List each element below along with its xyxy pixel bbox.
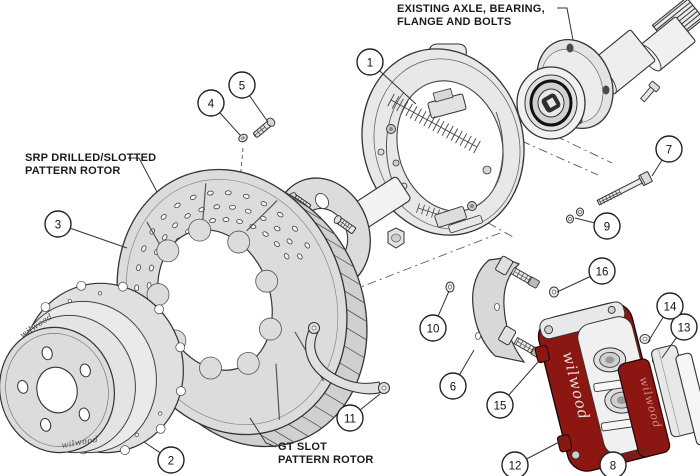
pad-backing-outer xyxy=(675,352,700,446)
callout-15-leader xyxy=(508,361,539,396)
callout-5: 5 xyxy=(228,71,256,99)
callout-12-number: 12 xyxy=(509,460,522,472)
washer-10 xyxy=(445,281,455,293)
srp-note-leader xyxy=(128,157,158,193)
callout-6-number: 6 xyxy=(450,381,456,393)
callout-12: 12 xyxy=(501,451,529,476)
callout-9-number: 9 xyxy=(604,221,610,233)
hat-center-bore xyxy=(36,366,78,414)
gt-note-leader xyxy=(249,417,277,448)
rotor-hat: wilwood wilwood xyxy=(0,280,186,455)
callout-7-number: 7 xyxy=(666,144,672,156)
callout-15-number: 15 xyxy=(494,400,507,412)
callout-9-leader xyxy=(574,217,595,224)
callout-1-leader xyxy=(379,70,417,105)
callout-7-leader xyxy=(651,159,663,177)
callout-12-leader xyxy=(526,438,566,460)
callout-8: 8 xyxy=(599,451,627,476)
callout-7: 7 xyxy=(655,135,683,163)
callout-5-leader xyxy=(249,95,269,123)
callout-3-leader xyxy=(70,227,128,249)
stud-threads xyxy=(512,268,536,354)
callout-13: 13 xyxy=(670,313,698,341)
callout-4-leader xyxy=(219,112,241,136)
adjuster-block xyxy=(427,87,467,119)
callout-14-leader xyxy=(647,316,664,343)
callout-6-leader xyxy=(459,349,475,376)
callout-2: 2 xyxy=(157,446,185,474)
callout-14: 14 xyxy=(656,292,684,320)
flange-bolt xyxy=(639,80,661,103)
callout-11-leader xyxy=(359,393,381,411)
callout-2-leader xyxy=(143,441,161,454)
callout-6: 6 xyxy=(439,372,467,400)
leader-lines xyxy=(70,70,677,460)
parking-brake-cable-arm xyxy=(305,322,390,395)
axle-bearing xyxy=(516,66,586,140)
axle-note: EXISTING AXLE, BEARING,FLANGE AND BOLTS xyxy=(397,3,545,28)
backing-plate-opening xyxy=(396,80,504,212)
axle-note-leader xyxy=(557,7,574,41)
callout-5-number: 5 xyxy=(239,80,245,92)
callout-2-number: 2 xyxy=(168,455,174,467)
rotor xyxy=(116,168,368,448)
bracket-boss-bottom xyxy=(498,325,517,346)
callout-8-number: 8 xyxy=(610,460,616,472)
bracket-boss-top xyxy=(495,255,514,276)
bolt-threads xyxy=(252,124,622,206)
shoe-anchor-detail xyxy=(434,206,483,234)
callout-1: 1 xyxy=(356,48,384,76)
callout-16-leader xyxy=(556,276,591,293)
brake-pads: wilwood xyxy=(617,344,700,458)
washers-9 xyxy=(566,207,584,224)
callout-3: 3 xyxy=(44,210,72,238)
small-fasteners xyxy=(238,117,664,366)
callout-16-number: 16 xyxy=(596,266,609,278)
axle-nut xyxy=(387,227,405,249)
washer-16 xyxy=(549,286,559,298)
callout-9: 9 xyxy=(593,212,621,240)
caliper-bracket xyxy=(472,255,543,363)
callout-11-number: 11 xyxy=(344,413,356,425)
callout-16: 16 xyxy=(588,257,616,285)
callout-3-number: 3 xyxy=(55,219,61,231)
callout-13-number: 13 xyxy=(678,322,691,334)
callout-10-leader xyxy=(437,290,450,317)
callout-13-leader xyxy=(661,337,677,359)
pad-plate-red: wilwood xyxy=(617,358,671,458)
shoe-pin-nut xyxy=(238,133,248,143)
callout-15: 15 xyxy=(486,391,514,419)
axle-assembly xyxy=(516,0,700,140)
washer-14 xyxy=(639,334,651,344)
hat-lug-holes xyxy=(17,346,91,432)
callout-4-number: 4 xyxy=(208,98,215,110)
callout-4: 4 xyxy=(197,89,225,117)
callout-1-number: 1 xyxy=(367,57,373,69)
callout-14-number: 14 xyxy=(664,301,677,313)
callout-10-number: 10 xyxy=(427,323,440,335)
caliper-piston-top xyxy=(593,347,627,373)
callout-8-leader xyxy=(624,446,651,460)
callout-10: 10 xyxy=(419,314,447,342)
bp-spring-a xyxy=(387,93,481,154)
brake-shoe-arc-right xyxy=(491,111,504,193)
callout-11: 11 xyxy=(336,404,364,432)
labels-layer: EXISTING AXLE, BEARING,FLANGE AND BOLTS S… xyxy=(25,3,574,466)
